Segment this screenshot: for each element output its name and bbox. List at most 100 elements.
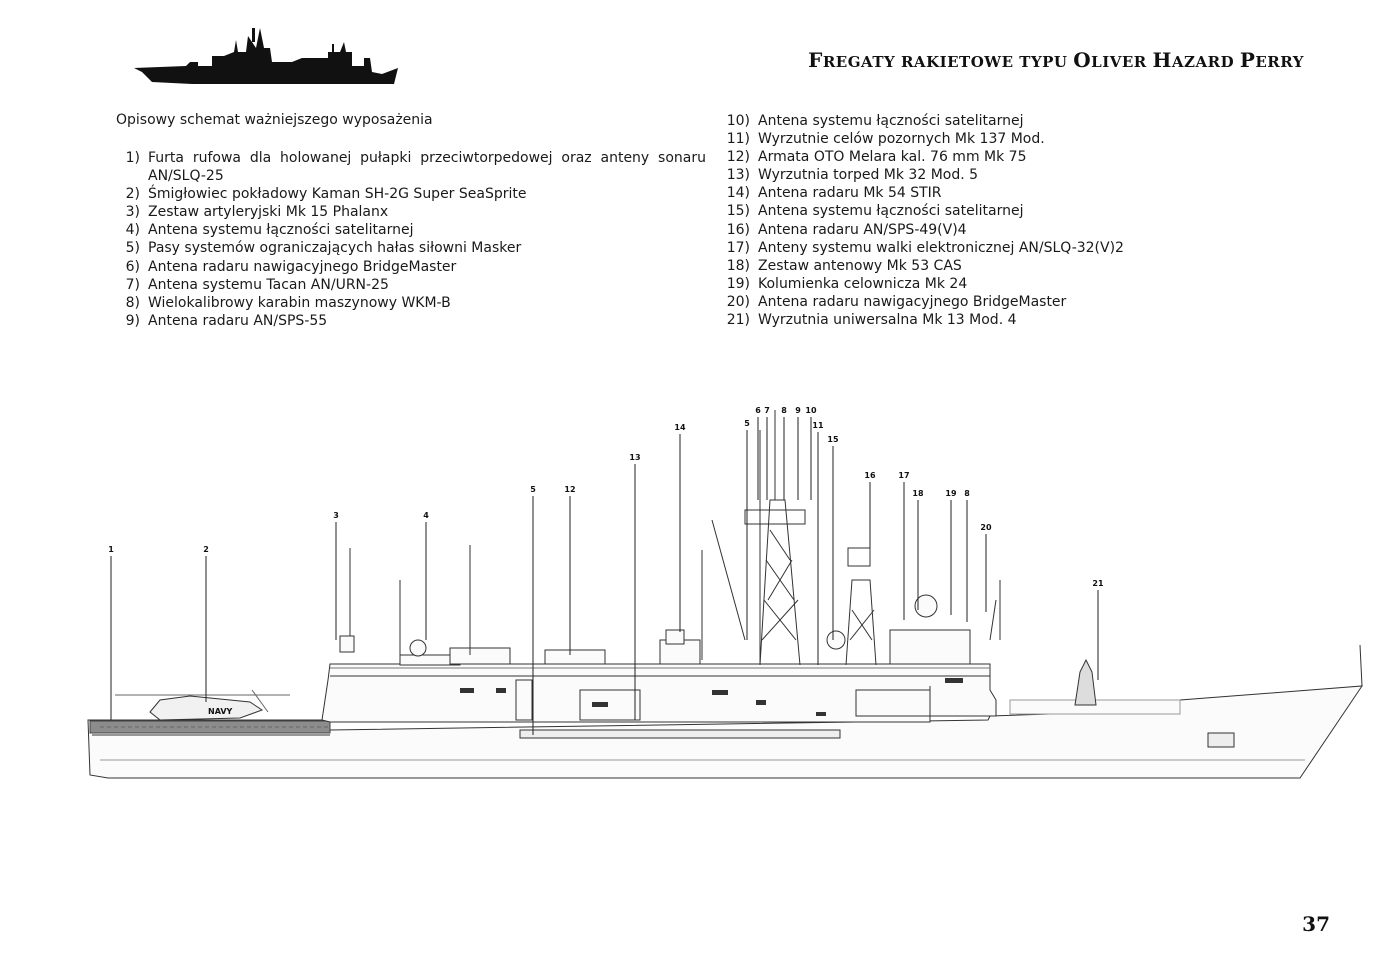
item-number: 3) <box>125 204 140 221</box>
hull <box>87 644 1363 779</box>
item-text: Antena systemu łączności satelitarnej <box>758 203 1024 220</box>
item-text: Kolumienka celownicza Mk 24 <box>758 275 968 292</box>
equipment-item: 1) Furta rufowa dla holowanej pułapki prz… <box>116 149 706 185</box>
item-text: Zestaw artyleryjski Mk 15 Phalanx <box>148 204 389 221</box>
item-number: 17) <box>726 239 750 256</box>
callout-label: 1 <box>108 545 114 554</box>
equipment-item: 10) Antena systemu łączności satelitarnej <box>722 112 1142 130</box>
item-number: 20) <box>726 293 750 310</box>
equipment-item: 21) Wyrzutnia uniwersalna Mk 13 Mod. 4 <box>722 311 1142 329</box>
item-number: 21) <box>726 312 750 329</box>
item-text: Antena radaru AN/SPS-49(V)4 <box>758 221 967 238</box>
item-number: 9) <box>125 312 140 329</box>
item-text: Anteny systemu walki elektronicznej AN/S… <box>758 239 1124 256</box>
equipment-item: 9) Antena radaru AN/SPS-55 <box>116 312 706 330</box>
item-number: 15) <box>726 203 750 220</box>
item-number: 18) <box>726 257 750 274</box>
item-number: 10) <box>726 113 750 129</box>
superstructure <box>321 629 1181 723</box>
page-number: 37 <box>1302 912 1330 936</box>
equipment-item: 14)Antena radaru Mk 54 STIR <box>722 184 1142 202</box>
item-text: Antena systemu łączności satelitarnej <box>758 113 1024 129</box>
item-text: Wyrzutnie celów pozornych Mk 137 Mod. <box>758 131 1045 148</box>
item-text: Antena radaru Mk 54 STIR <box>758 185 942 202</box>
callout-label: 20 <box>980 523 992 532</box>
item-text: Furta rufowa dla holowanej pułapki przec… <box>148 150 706 185</box>
item-number: 16) <box>726 221 750 238</box>
windows <box>460 678 963 716</box>
item-number: 7) <box>125 276 140 293</box>
equipment-list-right: 10) Antena systemu łączności satelitarnej… <box>722 112 1142 329</box>
item-number: 2) <box>125 186 140 203</box>
item-text: Wyrzutnia torped Mk 32 Mod. 5 <box>758 167 979 184</box>
callout-label: 15 <box>827 435 839 444</box>
item-number: 11) <box>726 131 750 148</box>
callout-label: 12 <box>564 485 575 494</box>
item-text: Antena radaru nawigacyjnego BridgeMaster <box>148 258 457 275</box>
callout-label: 2 <box>203 545 209 554</box>
equipment-item: 7) Antena systemu Tacan AN/URN-25 <box>116 276 706 294</box>
callout-label: 5 <box>530 485 536 494</box>
item-number: 8) <box>125 294 140 311</box>
callout-label: 17 <box>898 471 909 480</box>
helicopter: NAVY <box>115 689 290 721</box>
equipment-item: 17) Anteny systemu walki elektronicznej A… <box>722 239 1142 257</box>
callout-label: 3 <box>333 511 339 520</box>
callout-label: 21 <box>1092 579 1104 588</box>
equipment-item: 13)Wyrzutnia torped Mk 32 Mod. 5 <box>722 166 1142 184</box>
header-part: FREGATY RAKIETOWE TYPU <box>808 48 1074 72</box>
callout-label: 13 <box>629 453 640 462</box>
item-text: Antena systemu łączności satelitarnej <box>148 222 414 239</box>
item-text: Zestaw antenowy Mk 53 CAS <box>758 257 962 274</box>
equipment-item: 2) Śmigłowiec pokładowy Kaman SH-2G Super… <box>116 185 706 203</box>
equipment-item: 4) Antena systemu łączności satelitarnej <box>116 221 706 239</box>
header-part: HAZARD <box>1152 48 1240 72</box>
item-text: Antena radaru nawigacyjnego BridgeMaster <box>758 293 1067 310</box>
callout-label: 10 <box>805 406 817 415</box>
equipment-item: 20) Antena radaru nawigacyjnego BridgeMas… <box>722 293 1142 311</box>
callout-label: 18 <box>912 489 924 498</box>
equipment-item: 5) Pasy systemów ograniczających hałas si… <box>116 239 706 257</box>
page-header: FREGATY RAKIETOWE TYPU OLIVER HAZARD PER… <box>808 48 1304 72</box>
callout-label: 9 <box>795 406 801 415</box>
flight-deck <box>89 720 331 734</box>
callout-label: 8 <box>781 406 787 415</box>
item-text: Pasy systemów ograniczających hałas siło… <box>148 240 522 257</box>
equipment-item: 11) Wyrzutnie celów pozornych Mk 137 Mod. <box>722 130 1142 148</box>
equipment-item: 19) Kolumienka celownicza Mk 24 <box>722 275 1142 293</box>
item-number: 12) <box>726 149 750 166</box>
item-number: 1) <box>125 150 140 166</box>
callout-label: 4 <box>423 511 429 520</box>
equipment-item: 16) Antena radaru AN/SPS-49(V)4 <box>722 221 1142 239</box>
domes <box>339 594 938 657</box>
callout-label: 19 <box>945 489 957 498</box>
ship-silhouette <box>134 28 398 84</box>
callout-label: 5 <box>744 419 750 428</box>
equipment-list-left: 1) Furta rufowa dla holowanej pułapki prz… <box>116 149 706 330</box>
helicopter-marking: NAVY <box>208 707 233 716</box>
item-text: Armata OTO Melara kal. 76 mm Mk 75 <box>758 149 1027 166</box>
item-text: Antena radaru AN/SPS-55 <box>148 312 328 329</box>
callout-label: 8 <box>964 489 970 498</box>
item-text: Antena systemu Tacan AN/URN-25 <box>148 276 389 293</box>
item-number: 6) <box>125 258 140 275</box>
section-intro: Opisowy schemat ważniejszego wyposażenia <box>116 112 433 128</box>
callout-label: 6 <box>755 406 761 415</box>
item-number: 4) <box>125 222 140 239</box>
item-text: Śmigłowiec pokładowy Kaman SH-2G Super S… <box>148 186 527 203</box>
item-text: Wielokalibrowy karabin maszynowy WKM-B <box>148 294 451 311</box>
header-part: OLIVER <box>1073 48 1153 72</box>
equipment-item: 18) Zestaw antenowy Mk 53 CAS <box>722 257 1142 275</box>
callout-label: 7 <box>764 406 770 415</box>
callout-label: 14 <box>674 423 686 432</box>
equipment-item: 15) Antena systemu łączności satelitarnej <box>722 202 1142 220</box>
mk13-launcher <box>1074 658 1097 706</box>
item-number: 5) <box>125 240 140 257</box>
equipment-item: 6) Antena radaru nawigacyjnego BridgeMast… <box>116 258 706 276</box>
callout-label: 11 <box>812 421 824 430</box>
equipment-item: 12) Armata OTO Melara kal. 76 mm Mk 75 <box>722 148 1142 166</box>
item-text: Wyrzutnia uniwersalna Mk 13 Mod. 4 <box>758 312 1017 329</box>
item-number: 19) <box>726 275 750 292</box>
